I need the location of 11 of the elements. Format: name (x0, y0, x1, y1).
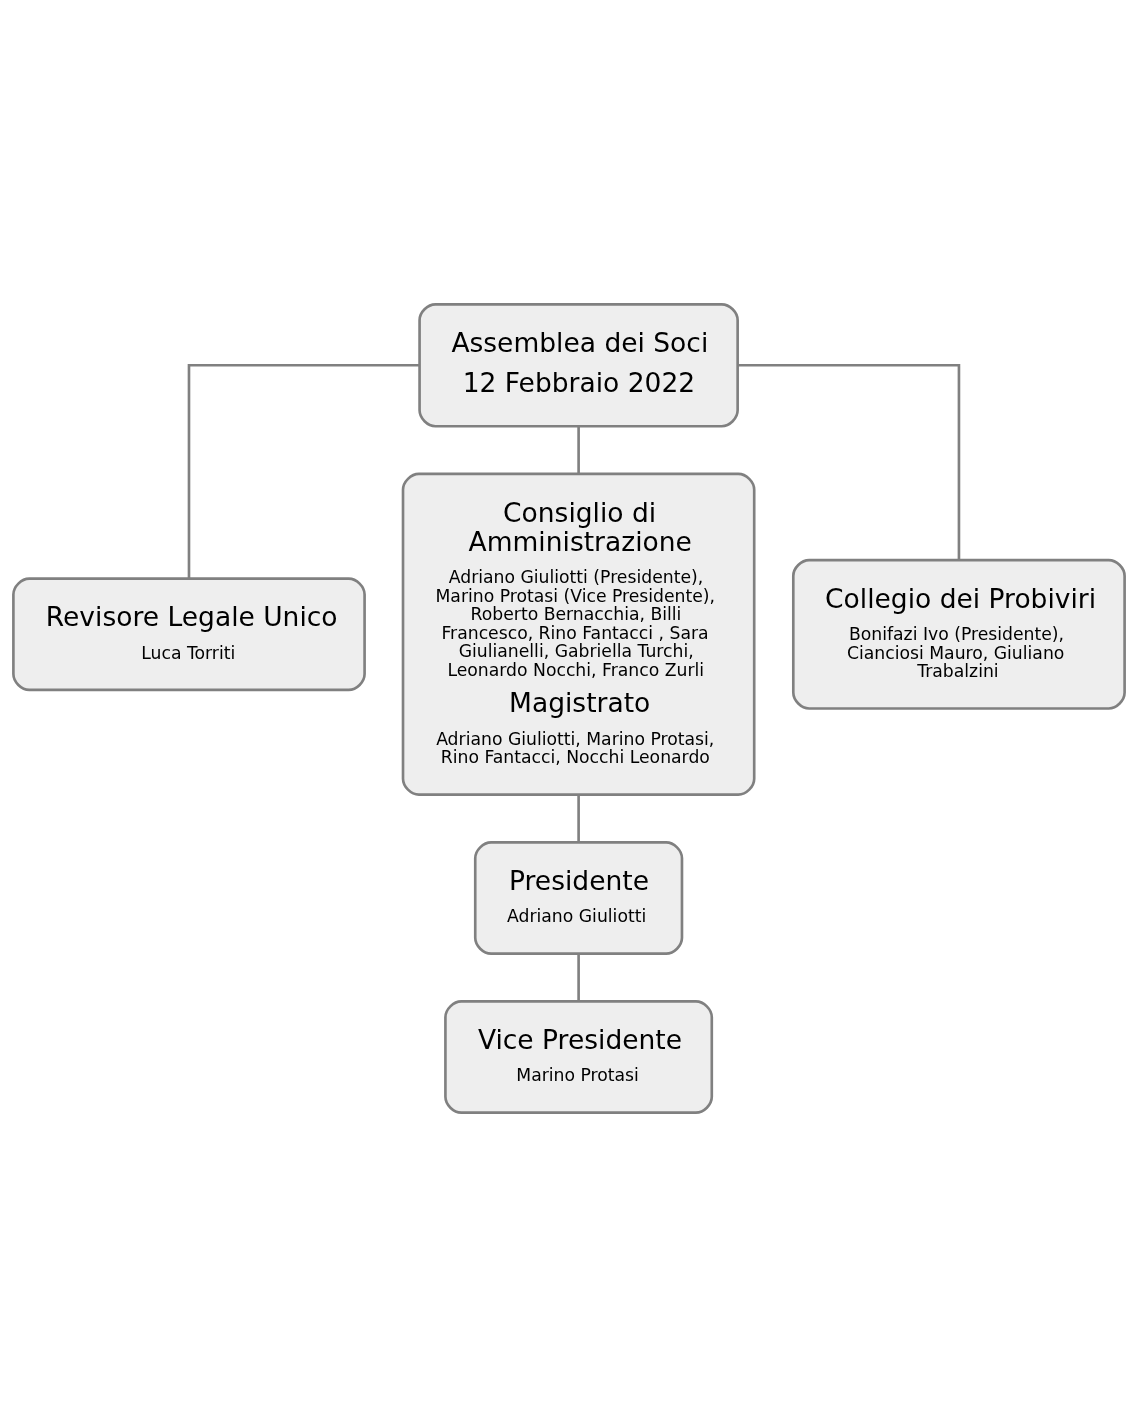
connector (577, 794, 580, 842)
node-box: Vice Presidente Marino Protasi (444, 999, 714, 1114)
connector (737, 363, 961, 560)
node-box: Revisore Legale Unico Luca Torriti (12, 576, 366, 691)
node-box: Assemblea dei Soci 12 Febbraio 2022 (418, 302, 739, 428)
connector (187, 363, 420, 579)
node-box: Presidente Adriano Giuliotti (473, 840, 684, 955)
node-box: Collegio dei Probiviri Bonifazi Ivo (Presidente), Cianciosi Mauro, Giuliano Trabalzini (791, 558, 1126, 710)
connector (577, 425, 580, 474)
connector (577, 953, 580, 1001)
node-box: Consiglio di Amministrazione Adriano Giuliotti (Presidente), Marino Protasi (Vice Presidente), Roberto Bernacchia, Billi Francesco, Rino Fantacci , Sara Giulianelli, Gabriella Turchi, Leonardo Nocchi, Franco Zurli Magistrato Adriano Giuliotti, Marino Protasi, Rino Fantacci, Nocchi Leonardo (401, 472, 756, 796)
